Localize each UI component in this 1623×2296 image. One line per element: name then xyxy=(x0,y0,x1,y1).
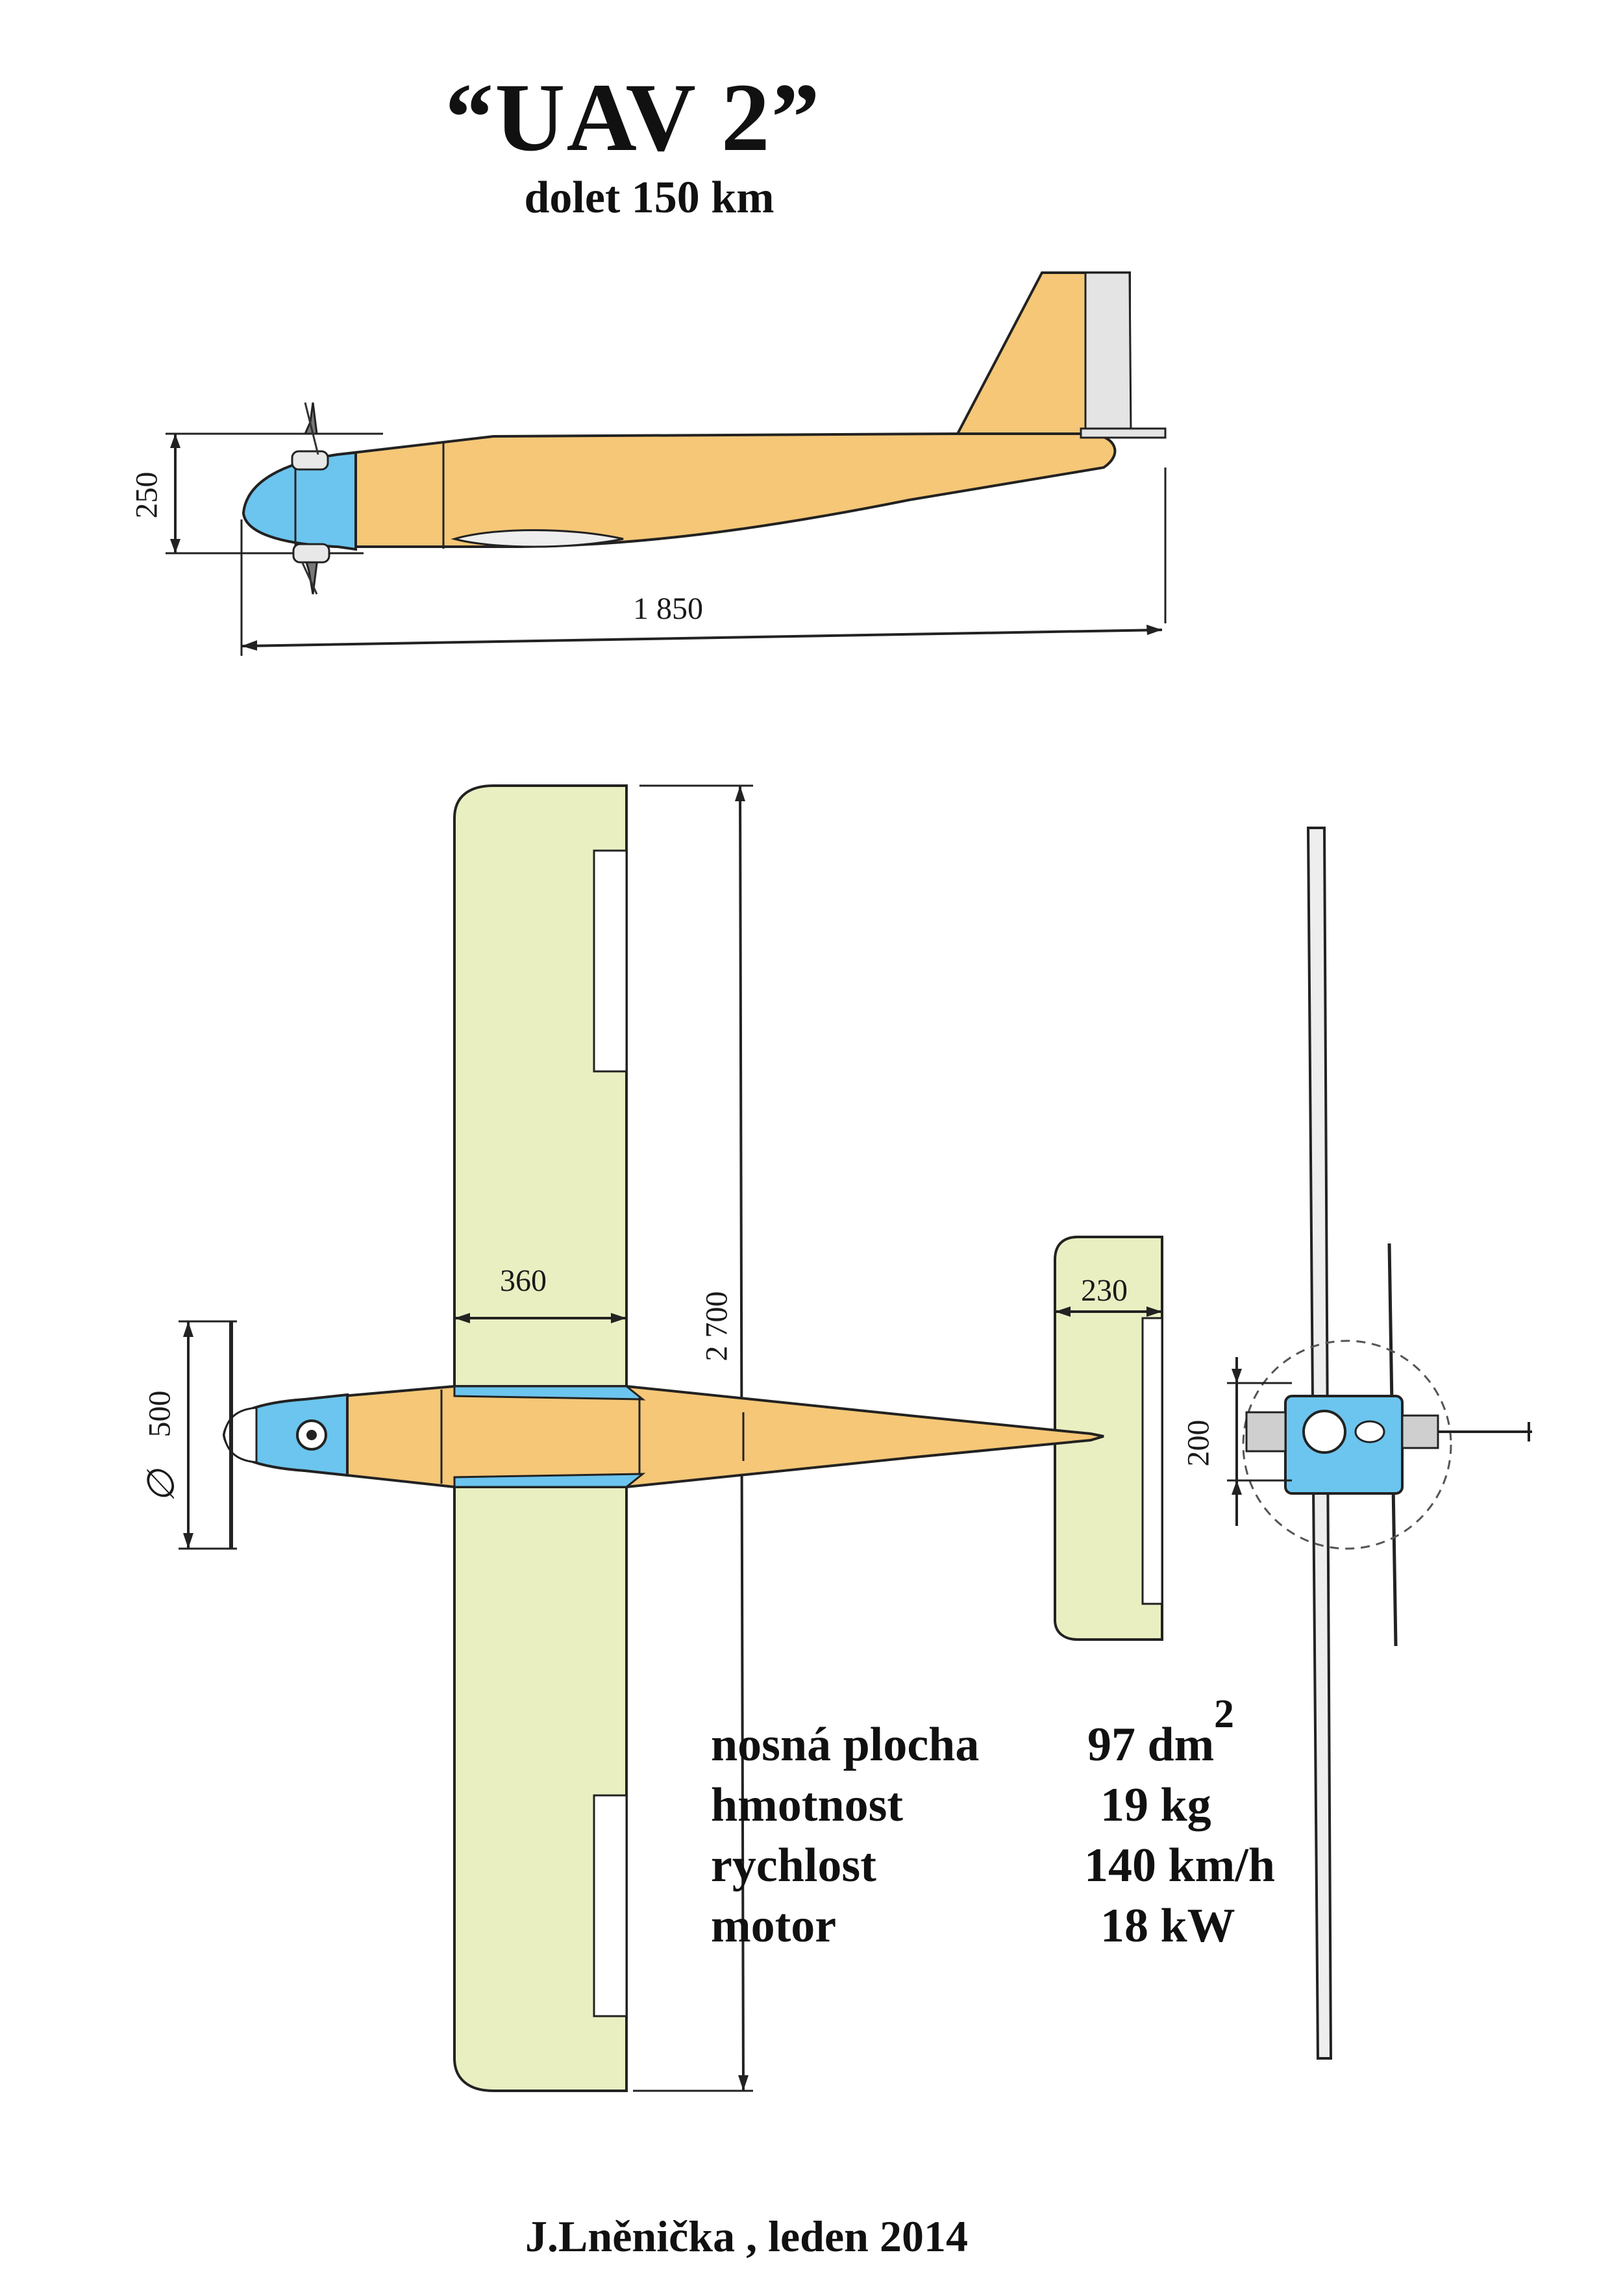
dim-front-height: 200 xyxy=(1181,1419,1216,1467)
spec-label-mass: hmotnost xyxy=(711,1778,904,1832)
spec-label-speed: rychlost xyxy=(711,1839,876,1892)
dim-prop-diameter: 500 xyxy=(142,1390,177,1438)
spec-value-engine: 18 kW xyxy=(1100,1899,1235,1953)
spec-label-area: nosná plocha xyxy=(711,1718,980,1771)
spec-label-engine: motor xyxy=(711,1899,837,1953)
top-tail xyxy=(1054,1236,1163,1641)
drawing-title: “UAV 2” xyxy=(445,64,821,171)
dim-fuselage-height: 250 xyxy=(129,471,164,519)
side-nose xyxy=(242,451,357,551)
side-fuselage xyxy=(242,432,1117,548)
spec-value-mass: 19 kg xyxy=(1100,1778,1211,1832)
author-signature: J.Lněnička , leden 2014 xyxy=(525,2212,968,2261)
spec-value-speed: 140 km/h xyxy=(1084,1839,1276,1892)
top-view xyxy=(179,784,1163,2092)
range-subtitle: dolet 150 km xyxy=(524,173,774,223)
dim-wing-chord: 360 xyxy=(500,1264,547,1298)
top-fuselage xyxy=(222,1385,1104,1488)
side-view xyxy=(166,271,1167,656)
dim-wingspan: 2 700 xyxy=(699,1291,734,1362)
dim-tail-chord: 230 xyxy=(1081,1273,1128,1308)
front-engine xyxy=(1284,1395,1404,1495)
dim-prop-diameter-symbol: ∅ xyxy=(140,1469,182,1503)
spec-value-area: 97 dm xyxy=(1087,1718,1215,1771)
side-rudder xyxy=(1084,271,1132,435)
spec-value-area-exponent: 2 xyxy=(1214,1692,1234,1736)
front-view xyxy=(1227,827,1532,2060)
dim-overall-length: 1 850 xyxy=(633,592,703,626)
